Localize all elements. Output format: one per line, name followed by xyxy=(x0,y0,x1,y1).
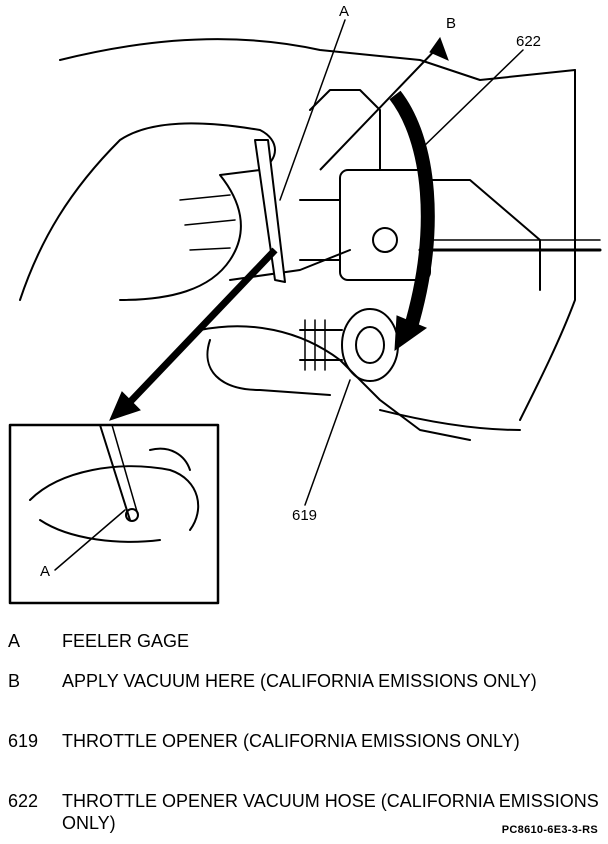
legend-key: 622 xyxy=(8,791,39,811)
leader-619 xyxy=(304,379,351,506)
leader-a xyxy=(279,19,346,201)
engine-outline-upper xyxy=(59,38,576,81)
callout-b: B xyxy=(446,15,457,32)
legend-key: A xyxy=(8,631,21,651)
engine-outline-right xyxy=(519,69,576,421)
callout-a-top: A xyxy=(339,3,350,20)
inset-pointer-arrow xyxy=(127,247,278,405)
legend-description: FEELER GAGE xyxy=(62,631,190,651)
throttle-shaft xyxy=(372,227,398,253)
legend-key: 619 xyxy=(8,731,39,751)
legend-key: B xyxy=(8,671,21,691)
legend-description: APPLY VACUUM HERE (CALIFORNIA EMISSIONS … xyxy=(62,671,537,691)
callout-622: 622 xyxy=(516,33,542,50)
legend-description: THROTTLE OPENER VACUUM HOSE (CALIFORNIA … xyxy=(62,791,599,833)
throttle-opener xyxy=(341,308,399,382)
leader-a-inset xyxy=(54,509,126,571)
throttle-body xyxy=(339,169,431,281)
callout-619: 619 xyxy=(292,507,318,524)
throttle-opener-illustration xyxy=(8,19,602,605)
feeler-gage xyxy=(254,139,286,283)
engine-outline-bottom xyxy=(379,409,521,431)
inset-box xyxy=(8,423,220,605)
hand-outline xyxy=(19,122,276,301)
vacuum-arrow xyxy=(389,90,435,333)
engine-outline-lower xyxy=(206,339,331,396)
callout-a-inset: A xyxy=(40,563,51,580)
figure-code: PC8610-6E3-3-RS xyxy=(501,824,598,836)
legend-description: THROTTLE OPENER (CALIFORNIA EMISSIONS ON… xyxy=(62,731,520,751)
leader-622 xyxy=(419,49,524,151)
